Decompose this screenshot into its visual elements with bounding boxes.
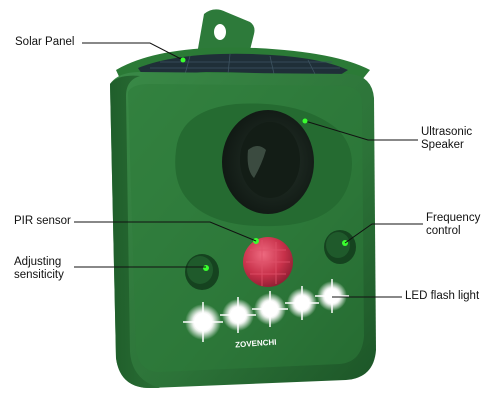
- led-4: [285, 286, 319, 320]
- sensitivity-knob: [185, 254, 219, 290]
- led-5: [315, 279, 349, 313]
- label-solar-panel-text: Solar Panel: [15, 36, 75, 48]
- sensitivity-indicator-led: [203, 265, 209, 271]
- label-adjusting-sensitivity-line2: sensiticity: [14, 269, 64, 281]
- label-led-flash-light-text: LED flash light: [405, 290, 480, 302]
- leader-solar-panel: [82, 42, 184, 61]
- label-ultrasonic-speaker-line1: Ultrasonic: [421, 126, 473, 138]
- led-flash-array: [183, 279, 349, 342]
- label-frequency-control-line1: Frequency: [426, 212, 481, 224]
- led-2: [220, 297, 256, 333]
- leader-lines: [74, 42, 423, 298]
- label-frequency-control-line2: control: [426, 225, 461, 237]
- label-adjusting-sensitivity: Adjusting sensiticity: [14, 256, 64, 282]
- ultrasonic-speaker: [175, 103, 352, 227]
- led-1: [183, 302, 223, 342]
- label-led-flash-light: LED flash light: [405, 290, 479, 303]
- dot-solar-panel: [180, 57, 186, 63]
- label-frequency-control: Frequency control: [426, 212, 480, 238]
- label-pir-sensor-text: PIR sensor: [14, 215, 71, 227]
- pir-sensor: [243, 237, 293, 287]
- leader-frequency-control: [344, 223, 423, 244]
- leader-ultrasonic-speaker: [304, 120, 418, 141]
- label-ultrasonic-speaker: Ultrasonic Speaker: [421, 126, 472, 152]
- label-adjusting-sensitivity-line1: Adjusting: [14, 256, 62, 268]
- frequency-knob: [324, 230, 356, 264]
- label-solar-panel: Solar Panel: [15, 36, 74, 49]
- brand-logo: ZOVENCHI: [235, 338, 277, 350]
- dot-ultrasonic-speaker: [302, 118, 308, 124]
- label-pir-sensor: PIR sensor: [14, 215, 71, 228]
- leader-pir-sensor: [74, 221, 257, 242]
- led-3: [252, 291, 288, 327]
- label-ultrasonic-speaker-line2: Speaker: [421, 139, 464, 151]
